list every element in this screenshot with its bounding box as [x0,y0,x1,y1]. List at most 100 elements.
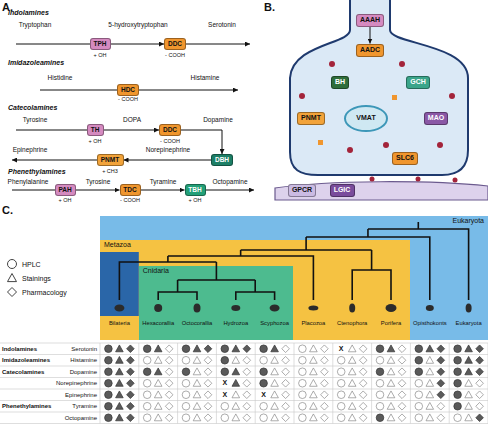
data-glyph [465,391,473,398]
data-glyph [165,414,173,422]
data-glyph [193,391,201,398]
cofactor-square [318,140,323,145]
molecule-name: Phenylalanine [8,178,49,185]
molecule-name: DOPA [123,116,141,123]
data-glyph [105,368,113,376]
reaction-arrow [76,190,120,191]
enzyme-box: AAAH [356,14,384,27]
data-glyph [182,391,190,399]
molecule-name: Histamine [191,74,220,81]
clade-label: Cnidaria [143,267,289,275]
data-glyph [437,402,445,410]
data-glyph [232,402,240,409]
protein-label: PNMT [301,114,321,122]
data-glyph [437,391,445,399]
data-glyph [465,368,473,375]
protein-label: TDC [123,186,136,193]
enzyme-box: TBH [185,184,206,196]
data-glyph [116,414,124,421]
data-glyph [282,345,290,353]
molecule-name: Histidine [48,74,73,81]
data-glyph [243,414,251,422]
data-glyph [376,368,384,376]
data-glyph [271,402,279,409]
data-glyph [232,345,240,352]
data-glyph [271,356,279,363]
data-glyph [243,356,251,364]
pathway-line [132,90,238,91]
enzyme-box: MAO [424,112,448,125]
data-glyph [143,402,151,410]
data-glyph [337,391,345,399]
data-glyph [282,414,290,422]
protein-label: PAH [58,186,71,193]
data-glyph [127,368,135,376]
data-glyph [348,379,356,386]
protein-label: AADC [360,46,380,54]
molecule-name: Serotonin [208,21,236,28]
reaction-arrow [370,27,371,44]
protein-label: DDC [163,126,177,133]
taxon-name: Opisthokonts [413,320,447,327]
enzyme-box: BH [331,76,349,89]
class-heading: Indolamines [8,9,49,17]
data-glyph [359,368,367,376]
data-glyph [127,345,135,353]
data-glyph [398,368,406,376]
data-glyph [426,356,434,363]
data-glyph [387,402,395,409]
neurotransmitter-dot [449,93,455,99]
data-glyph [182,379,190,387]
reaction-note: + OH [94,52,107,58]
data-glyph [415,345,423,353]
data-glyph [282,356,290,364]
data-glyph [127,356,135,364]
data-glyph [376,402,384,410]
data-glyph [243,379,251,387]
organism-icon [270,305,280,312]
data-glyph [348,391,356,398]
row-group: Catecolamines [2,368,44,375]
receptor-box: LGIC [330,184,355,197]
enzyme-box: TH [87,124,104,136]
data-glyph [204,345,212,353]
grid-line [371,343,372,424]
panel-letter: B. [264,1,275,14]
data-glyph [426,391,434,398]
grid-line [332,343,333,424]
protein-label: SLC6 [396,154,414,162]
neurotransmitter-dot [299,93,305,99]
table-grid [0,343,488,424]
data-glyph [221,345,229,353]
data-glyph [243,391,251,399]
legend-shape [8,274,17,282]
data-glyph [465,379,473,386]
data-glyph [105,379,113,387]
grid-line [0,343,488,344]
reaction-arrow [111,44,165,45]
data-glyph [415,379,423,387]
reaction-note: - COOH [118,96,138,102]
data-glyph [299,379,307,387]
organism-icon [154,304,162,312]
protein-label: GPCR [292,186,312,194]
grid-line [0,423,488,424]
data-glyph [143,379,151,387]
data-glyph [271,391,279,398]
data-glyph [426,379,434,386]
pathway-line [16,44,92,45]
organism-icon [349,304,355,313]
class-heading: Phenethylamines [8,168,66,176]
legend-symbol [6,258,18,270]
reaction-note: - COOH [160,138,180,144]
data-glyph [165,379,173,387]
data-glyph [232,368,240,375]
reaction-arrow [141,190,185,191]
transporter-box: SLC6 [392,152,418,165]
row-name: Histamine [70,357,97,364]
data-glyph [204,402,212,410]
data-glyph [299,391,307,399]
data-glyph [337,402,345,410]
